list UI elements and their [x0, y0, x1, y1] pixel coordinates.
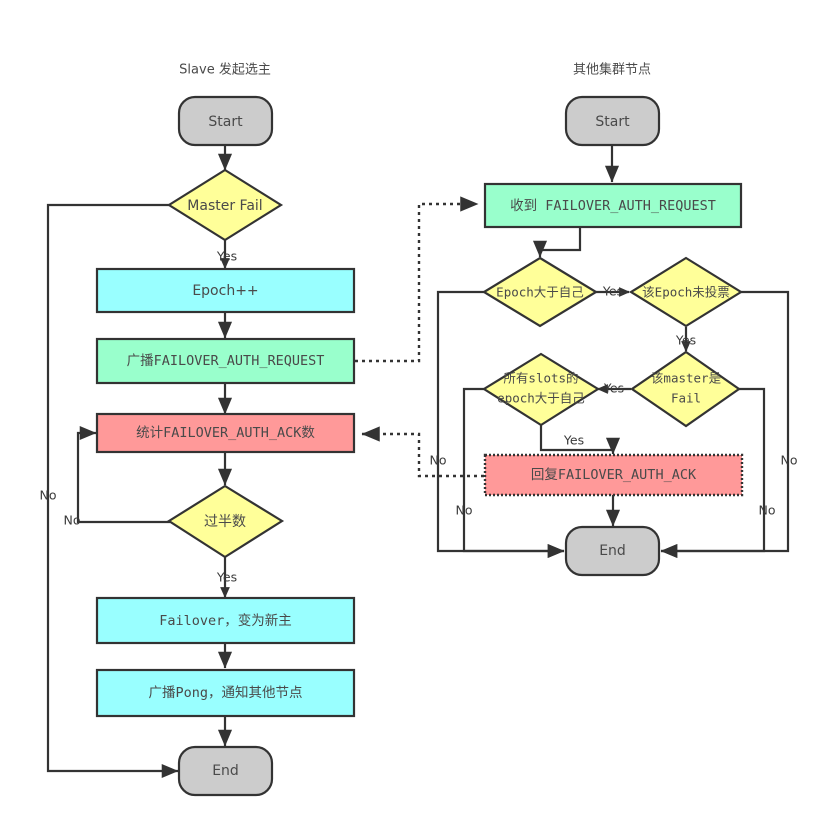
node-left-end[interactable]: End: [177, 745, 274, 797]
node-right-master-is-fail-label-line2: Fail: [671, 391, 701, 406]
edge-label-right-slots-yes: Yes: [563, 433, 584, 448]
node-right-recv-request[interactable]: 收到 FAILOVER_AUTH_REQUEST: [483, 182, 743, 229]
node-right-slots-epoch-label-line2: epoch大于自己: [497, 391, 585, 406]
node-left-majority-label: 过半数: [204, 514, 246, 530]
node-right-not-voted[interactable]: 该Epoch未投票: [628, 256, 744, 328]
node-right-end-label: End: [599, 543, 626, 559]
node-left-epoch-inc-label: Epoch++: [192, 283, 258, 299]
node-right-start-label: Start: [595, 114, 630, 130]
node-left-broadcast-pong-label: 广播Pong，通知其他节点: [148, 684, 302, 701]
node-left-failover[interactable]: Failover，变为新主: [95, 596, 356, 645]
edge-right-slots-no: [462, 387, 565, 559]
edge-label-left-masterfail-no: No: [40, 488, 57, 503]
edge-right-masterfail-no: [660, 387, 766, 559]
node-left-count-ack-label: 统计FAILOVER_AUTH_ACK数: [136, 425, 315, 441]
node-right-epoch-greater[interactable]: Epoch大于自己: [481, 256, 599, 328]
node-right-slots-epoch[interactable]: 所有slots的 epoch大于自己: [481, 352, 601, 427]
node-left-broadcast-pong[interactable]: 广播Pong，通知其他节点: [95, 668, 356, 718]
lane-title-left: Slave 发起选主: [179, 62, 271, 78]
node-left-failover-label: Failover，变为新主: [159, 613, 292, 629]
edge-label-right-epochgt-yes: Yes: [602, 284, 623, 299]
node-left-epoch-inc[interactable]: Epoch++: [95, 267, 356, 314]
edge-cross-ack-to-count: [361, 426, 484, 478]
node-right-master-is-fail-label-line1: 该master是: [651, 371, 722, 386]
node-right-start[interactable]: Start: [564, 95, 661, 147]
edge-label-right-notvoted-no: No: [781, 453, 798, 468]
edge-group-left: [46, 146, 233, 779]
node-right-slots-epoch-label-line1: 所有slots的: [503, 371, 578, 386]
node-right-epoch-greater-label: Epoch大于自己: [496, 285, 584, 300]
edge-cross-broadcast-to-recv: [355, 196, 479, 363]
node-left-count-ack[interactable]: 统计FAILOVER_AUTH_ACK数: [95, 412, 356, 454]
edge-label-left-majority-yes: Yes: [216, 570, 237, 585]
node-left-broadcast-request[interactable]: 广播FAILOVER_AUTH_REQUEST: [95, 337, 356, 385]
edge-label-left-majority-no: No: [64, 513, 81, 528]
edge-label-right-slots-no: No: [456, 503, 473, 518]
node-right-recv-request-label: 收到 FAILOVER_AUTH_REQUEST: [510, 198, 716, 214]
node-left-start[interactable]: Start: [177, 95, 274, 147]
node-right-reply-ack-label: 回复FAILOVER_AUTH_ACK: [531, 466, 697, 483]
edge-label-right-masterfail-no: No: [759, 503, 776, 518]
node-left-start-label: Start: [208, 114, 243, 130]
edge-label-right-notvoted-yes: Yes: [675, 333, 696, 348]
node-left-end-label: End: [212, 763, 239, 779]
edge-group-cross: [355, 196, 484, 478]
edge-left-masterfail-no: [46, 203, 179, 779]
node-right-reply-ack[interactable]: 回复FAILOVER_AUTH_ACK: [483, 453, 744, 497]
edge-label-right-masterfail-yes: Yes: [603, 381, 624, 396]
node-left-master-fail[interactable]: Master Fail: [166, 168, 284, 242]
node-right-not-voted-label: 该Epoch未投票: [642, 285, 730, 300]
node-right-end[interactable]: End: [564, 525, 661, 577]
node-left-broadcast-request-label: 广播FAILOVER_AUTH_REQUEST: [127, 353, 325, 369]
edge-left-majority-no: [76, 425, 170, 524]
node-left-master-fail-label: Master Fail: [187, 198, 262, 214]
node-left-majority[interactable]: 过半数: [166, 484, 285, 559]
lane-title-right: 其他集群节点: [573, 62, 651, 78]
edge-right-recv-to-epochgt: [532, 227, 582, 258]
edge-group-right: [436, 146, 790, 559]
edge-label-left-masterfail-yes: Yes: [216, 249, 237, 264]
node-right-master-is-fail[interactable]: 该master是 Fail: [630, 350, 741, 428]
edge-label-right-epochgt-no: No: [430, 453, 447, 468]
edge-right-slots-yes: [539, 425, 621, 455]
